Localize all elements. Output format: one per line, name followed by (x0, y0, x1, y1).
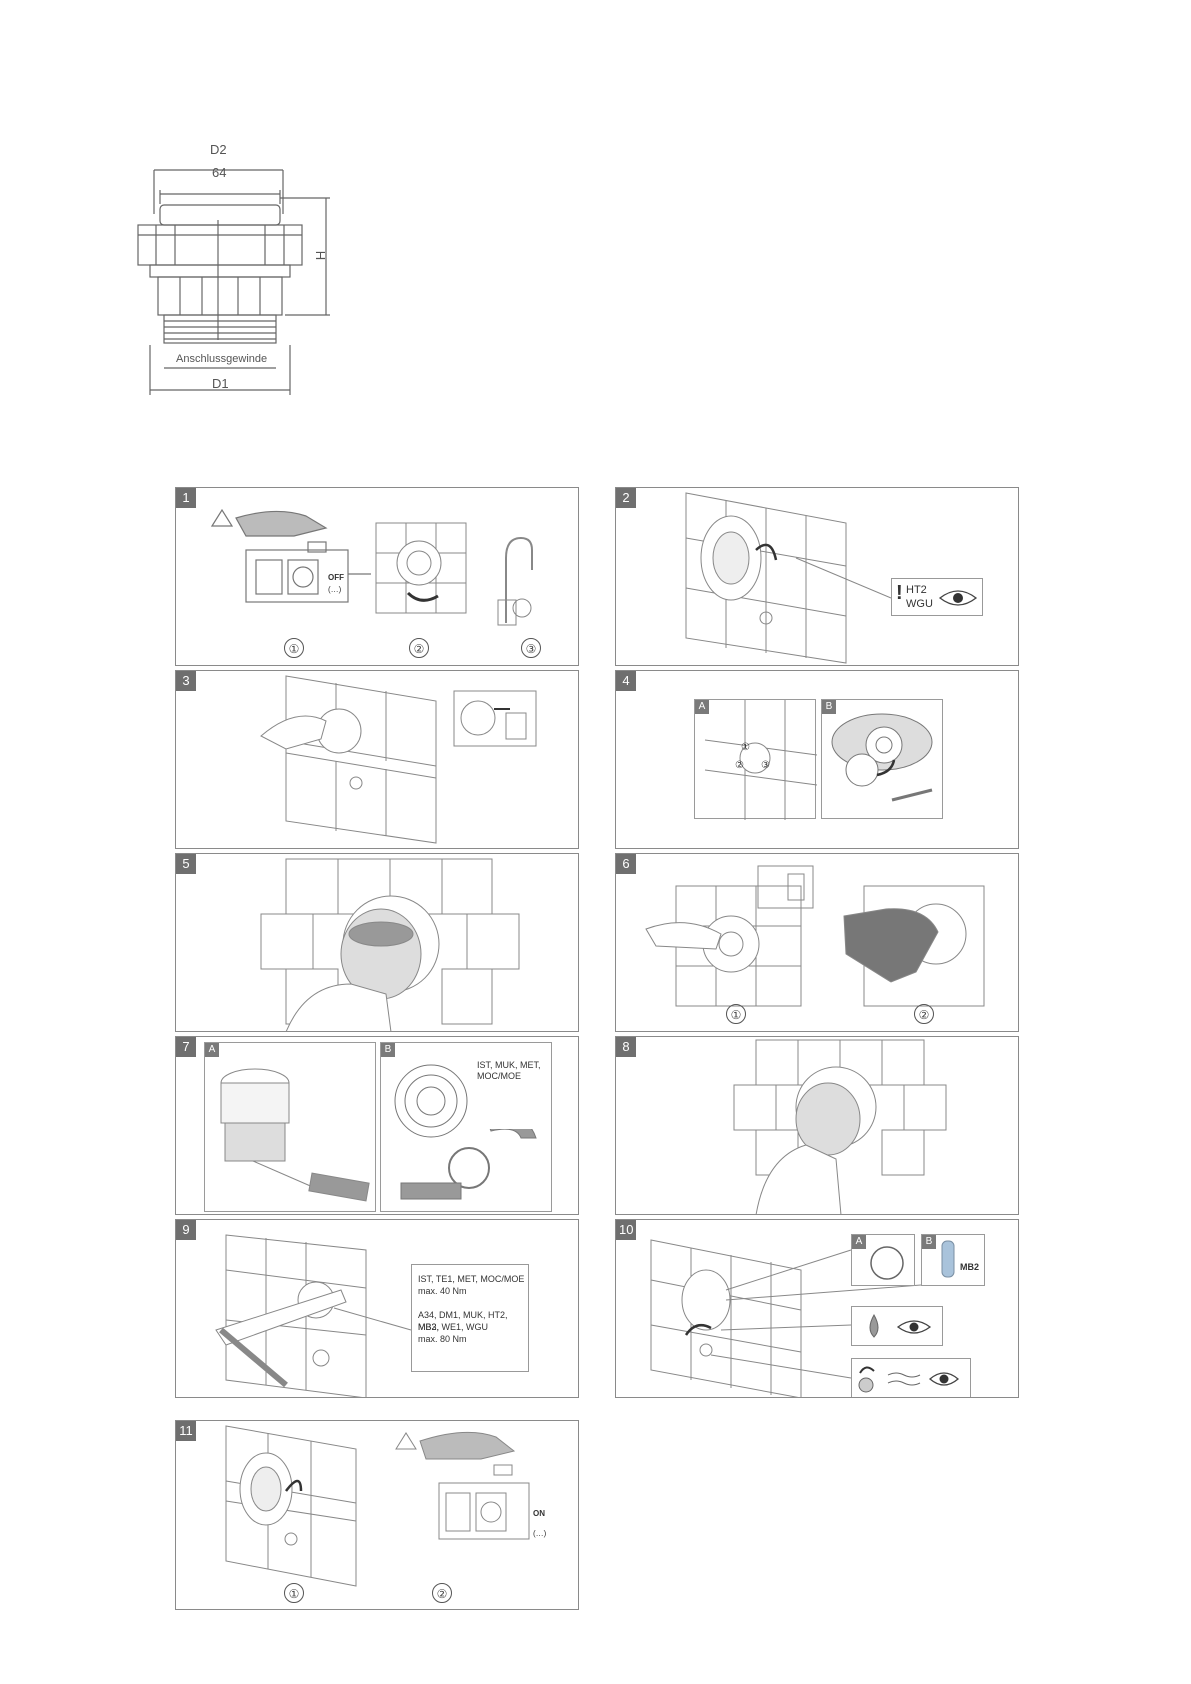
sub-step-2-marker: ② (432, 1583, 452, 1603)
step-number: 7 (176, 1037, 196, 1057)
step-1-panel: 1 OFF (…) ① ② ③ (175, 487, 579, 666)
tighten-cartridge-illustration (616, 1037, 1019, 1215)
step-number: 3 (176, 671, 196, 691)
step-7-panel: 7 A B IST, MUK, MET, MOC/MOE (175, 1036, 579, 1215)
step-number: 5 (176, 854, 196, 874)
sub-label-b: B (381, 1043, 395, 1057)
torque-line-1: IST, TE1, MET, MOC/MOE (418, 1273, 524, 1285)
flow-check-box (851, 1358, 971, 1398)
step-4a-panel: A ① ② ③ (694, 699, 816, 819)
step-5-panel: 5 (175, 853, 579, 1032)
step-6-panel: 6 ① ② (615, 853, 1019, 1032)
hint-box: IST, MUK, MET, MOC/MOE (477, 1057, 547, 1129)
step-number: 6 (616, 854, 636, 874)
sub-label-a: A (205, 1043, 219, 1057)
step-4-panel: 4 A ① ② ③ B (615, 670, 1019, 849)
insert-cartridge-illustration (176, 854, 579, 1032)
cartridge-outline-drawing (130, 150, 370, 430)
step-number: 9 (176, 1220, 196, 1240)
torque-hint-box: IST, TE1, MET, MOC/MOE max. 40 Nm A34, D… (411, 1264, 529, 1372)
screw-1-marker: ① (741, 742, 750, 754)
step-8-panel: 8 (615, 1036, 1019, 1215)
sub-step-2-marker: ② (409, 638, 429, 658)
thread-label: Anschlussgewinde (176, 353, 267, 365)
sub-label-a: A (852, 1235, 866, 1249)
step-2-panel: 2 ! HT2 WGU (615, 487, 1019, 666)
note-line-2: MOC/MOE (477, 1070, 521, 1082)
sub-step-2-marker: ② (914, 1004, 934, 1024)
mb2-label: MB2 (960, 1261, 979, 1273)
remove-seal-illustration (176, 671, 579, 849)
hint-box: ! HT2 WGU (891, 578, 983, 616)
handle-water-eye-icon (852, 1359, 972, 1398)
step-4b-panel: B (821, 699, 943, 819)
dim-h-label: H (313, 251, 328, 260)
eye-icon (892, 579, 984, 617)
screw-2-marker: ② (735, 760, 744, 772)
sub-step-3-marker: ③ (521, 638, 541, 658)
cartridge-tool-illustration (822, 700, 944, 820)
step-number: 4 (616, 671, 636, 691)
dots-label: (…) (533, 1528, 546, 1540)
step-number: 11 (176, 1421, 196, 1441)
sub-label-b: B (822, 700, 836, 714)
sub-step-1-marker: ① (284, 1583, 304, 1603)
drop-eye-icon (852, 1307, 944, 1347)
screw-3-marker: ③ (761, 760, 770, 772)
on-label: ON (533, 1508, 545, 1520)
tiles-screws-illustration (695, 700, 817, 820)
technical-drawing: D2 64 H Anschlussgewinde D1 (130, 150, 370, 430)
refit-cover-illustration (176, 1421, 579, 1610)
sub-step-1-marker: ① (284, 638, 304, 658)
wall-tiles-illustration (176, 488, 579, 666)
torque-line-5: MB3, WE1, WGU (418, 1321, 488, 1333)
step-number: 2 (616, 488, 636, 508)
grease-cartridge-illustration (205, 1043, 377, 1213)
dim-64-label: 64 (212, 165, 226, 180)
step-10a-panel: A (851, 1234, 915, 1286)
torque-line-6: max. 80 Nm (418, 1333, 467, 1345)
sub-step-1-marker: ① (726, 1004, 746, 1024)
step-number: 1 (176, 488, 196, 508)
step-10b-panel: B MB2 (921, 1234, 985, 1286)
step-7b-panel: B IST, MUK, MET, MOC/MOE (380, 1042, 552, 1212)
step-11-panel: 11 ON (…) ① ② (175, 1420, 579, 1610)
step-3-panel: 3 (175, 670, 579, 849)
sub-label-b: B (922, 1235, 936, 1249)
leak-check-box (851, 1306, 943, 1346)
step-number: 10 (616, 1220, 636, 1240)
torque-line-2: max. 40 Nm (418, 1285, 467, 1297)
sub-label-a: A (695, 700, 709, 714)
step-number: 8 (616, 1037, 636, 1057)
step-10-panel: 10 A B MB2 (615, 1219, 1019, 1398)
dim-d2-label: D2 (210, 142, 227, 157)
dim-d1-label: D1 (212, 376, 229, 391)
clean-seat-illustration (616, 854, 1019, 1032)
remove-cover-illustration (616, 488, 1019, 666)
step-7a-panel: A (204, 1042, 376, 1212)
step-9-panel: 9 IST, TE1, MET, MOC/MOE max. 40 Nm A34,… (175, 1219, 579, 1398)
